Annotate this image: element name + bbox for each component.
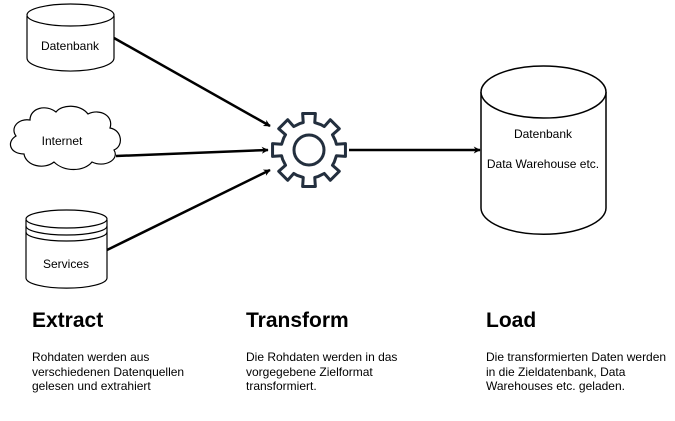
phase-transform-title: Transform — [246, 309, 349, 332]
target-label-line2: Data Warehouse etc. — [487, 157, 599, 171]
target-datenbank[interactable]: Datenbank Data Warehouse etc. — [480, 65, 607, 235]
source-internet-label: Internet — [42, 134, 83, 148]
source-datenbank[interactable]: Datenbank — [26, 3, 115, 72]
phase-load-line: in die Zieldatenbank, Data — [486, 364, 626, 379]
phase-extract-line: gelesen und extrahiert — [32, 379, 151, 393]
source-services-label: Services — [43, 257, 89, 271]
phase-extract-line: verschiedenen Datenquellen — [32, 364, 185, 379]
phase-transform-line: transformiert. — [246, 379, 317, 393]
phase-load-line: Warehouses etc. geladen. — [486, 379, 625, 393]
phase-load-description: Die transformierten Daten werden in die … — [486, 350, 675, 394]
phase-load: Load Die transformierten Daten werden in… — [486, 308, 675, 394]
gear-icon[interactable] — [271, 112, 347, 188]
arrow-services-to-transform — [106, 168, 271, 252]
arrow-datenbank-to-transform — [113, 36, 271, 128]
source-internet[interactable]: Internet — [9, 105, 121, 171]
phase-extract-title: Extract — [32, 309, 104, 332]
phase-transform-line: Die Rohdaten werden in das — [246, 350, 398, 364]
source-services[interactable]: Services — [25, 209, 108, 289]
phase-extract: Extract Rohdaten werden aus verschiedene… — [32, 308, 232, 394]
phase-extract-line: Rohdaten werden aus — [32, 350, 150, 364]
phase-transform: Transform Die Rohdaten werden in das vor… — [246, 308, 446, 394]
phase-extract-description: Rohdaten werden aus verschiedenen Datenq… — [32, 350, 232, 394]
target-label-line1: Datenbank — [514, 127, 573, 141]
source-datenbank-label: Datenbank — [41, 39, 100, 53]
phase-load-line: Die transformierten Daten werden — [486, 350, 667, 364]
arrow-internet-to-transform — [115, 146, 269, 158]
phase-transform-description: Die Rohdaten werden in das vorgegebene Z… — [246, 350, 446, 394]
phase-load-title: Load — [486, 309, 537, 332]
phase-transform-line: vorgegebene Zielformat — [246, 364, 373, 379]
